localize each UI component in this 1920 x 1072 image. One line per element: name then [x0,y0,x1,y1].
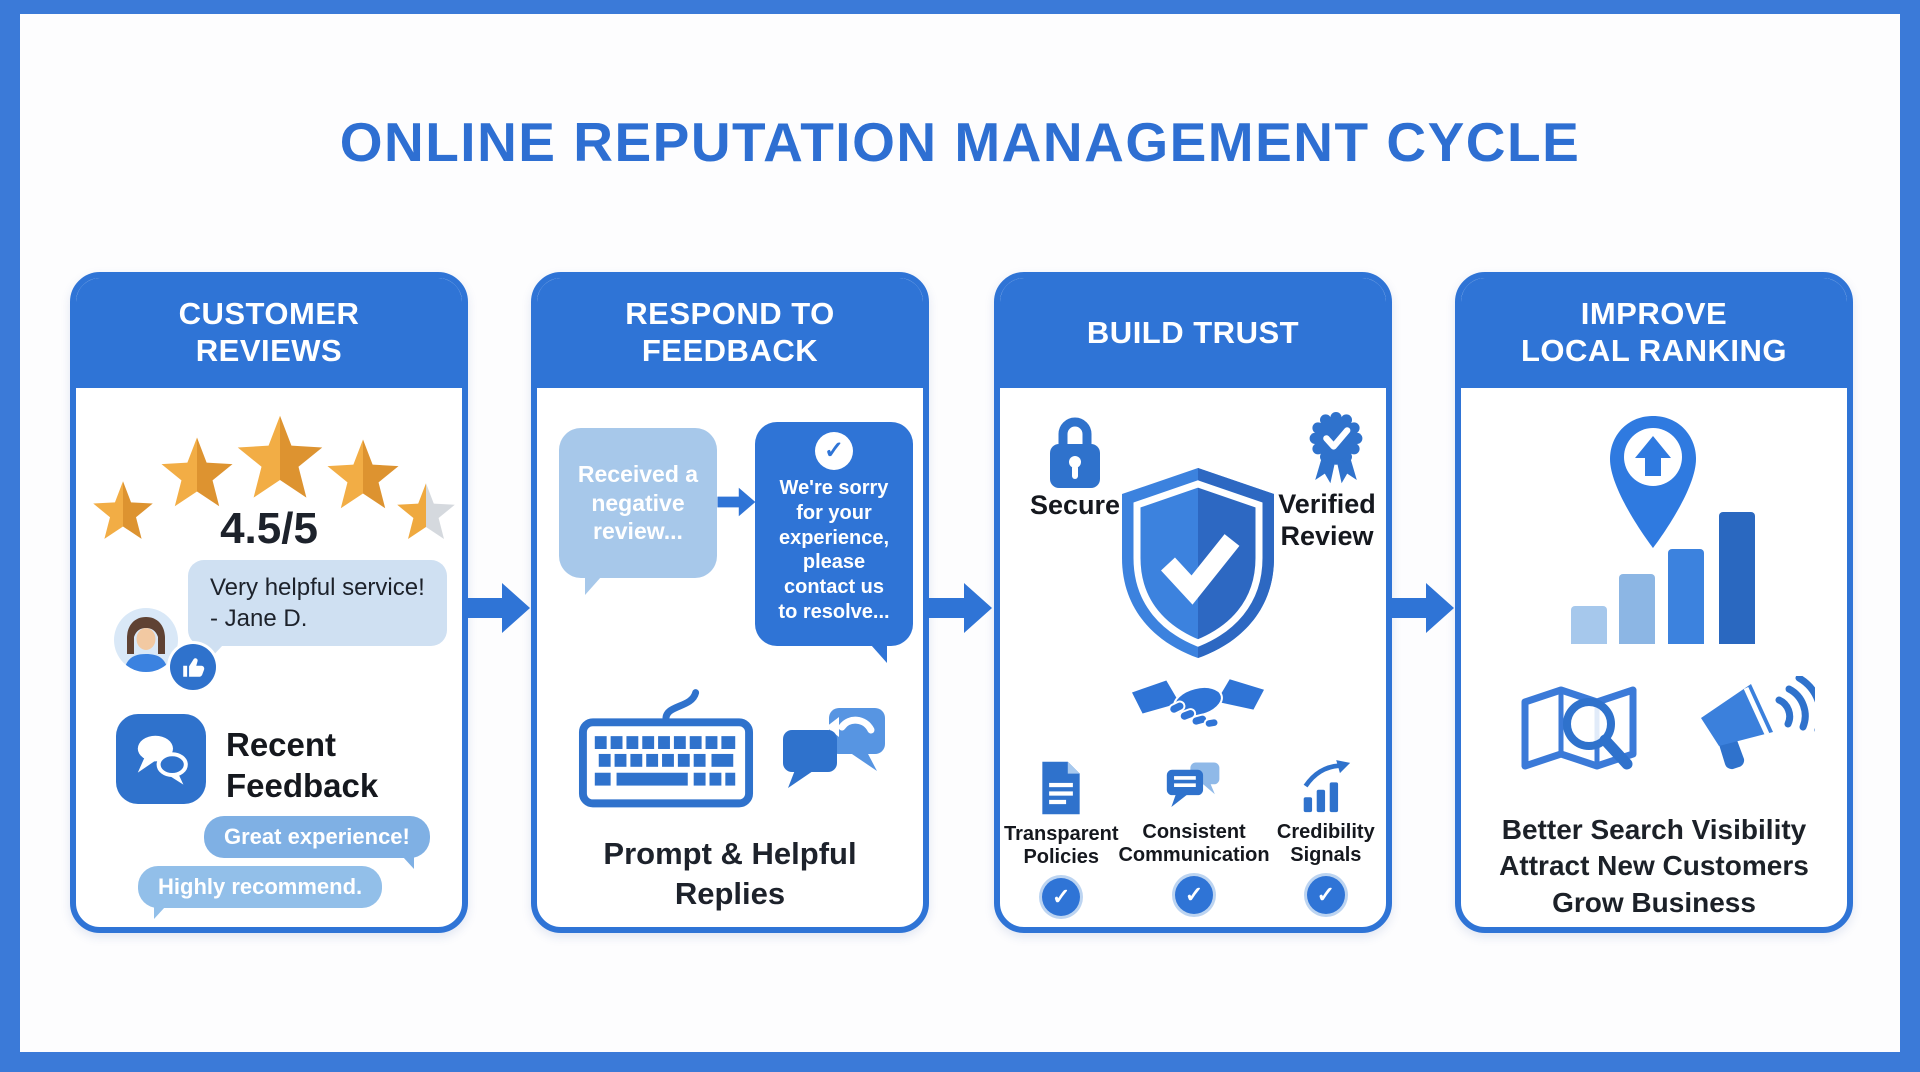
check-circle-icon: ✓ [815,432,853,470]
chat-reply-icon [783,708,885,788]
map-search-icon [1521,686,1637,770]
rating-value: 4.5/5 [220,504,318,553]
reply-bubble: ✓ We're sorry for your experience, pleas… [755,422,913,663]
card-customer-reviews-body: 4.5/5 Very helpful service! - Jane D. [76,388,462,927]
negative-review-bubble: Received a negative review... [559,428,717,595]
verified-review-label: Verified Review [1278,489,1376,552]
arrow-right-icon [717,487,756,517]
bar-3 [1668,549,1704,644]
check-circle-icon: ✓ [1175,876,1214,914]
keyboard-icon [578,689,754,808]
avatar [114,608,178,672]
card-improve-local-ranking-header: IMPROVE LOCAL RANKING [1461,278,1847,388]
card-improve-local-ranking-body: Better Search Visibility Attract New Cus… [1461,388,1847,927]
card-customer-reviews-header: CUSTOMER REVIEWS [76,278,462,388]
card-header-label: BUILD TRUST [1086,314,1300,350]
trust-items-row: Transparent Policies ✓ Consistent Commun… [1004,760,1382,916]
card-respond-to-feedback: RESPOND TO FEEDBACK Received a negative … [531,272,929,933]
bar-chart-icon [1571,504,1771,644]
card-header-label: CUSTOMER REVIEWS [178,296,360,368]
shield-check-icon [1122,468,1274,658]
secure-label: Secure [1029,490,1121,520]
woman-avatar-icon [124,617,168,672]
chat-icon [1166,762,1220,807]
handshake-icon [1132,679,1264,729]
card-respond-to-feedback-body: Received a negative review... ✓ We're so… [537,388,923,927]
feedback-bubble-1: Great experience! [204,816,430,869]
bar-4 [1719,512,1755,644]
star-icon [237,415,323,498]
check-circle-icon: ✓ [1042,878,1081,916]
infographic-canvas: ONLINE REPUTATION MANAGEMENT CYCLE CUSTO… [20,14,1900,1052]
flow-arrow-icon [466,583,530,633]
card-build-trust-header: BUILD TRUST [1000,278,1386,388]
flow-arrow-icon [928,583,992,633]
megaphone-icon [1701,676,1815,770]
trust-item-label: Consistent Communication [1118,821,1270,866]
lock-icon [1050,417,1100,488]
feedback-bubble-2: Highly recommend. [138,866,383,919]
check-circle-icon: ✓ [1306,876,1345,914]
recent-feedback-label: Recent Feedback [226,726,379,805]
page-title: ONLINE REPUTATION MANAGEMENT CYCLE [339,111,1581,173]
document-icon [1042,761,1080,815]
bar-2 [1619,574,1655,644]
star-half-icon [397,483,455,539]
card-build-trust-body: Secure Verified Review [1000,388,1386,927]
card-header-label: RESPOND TO FEEDBACK [625,296,835,368]
card-improve-caption: Better Search Visibility Attract New Cus… [1499,814,1809,918]
reply-bubble-text: We're sorry for your experience, please … [778,477,890,623]
trust-item-credibility-signals: Credibility Signals ✓ [1270,760,1382,916]
star-icon [161,437,233,507]
trust-item-transparent-policies: Transparent Policies ✓ [1004,760,1118,916]
card-respond-to-feedback-header: RESPOND TO FEEDBACK [537,278,923,388]
star-icon [327,439,399,509]
flow-arrow-icon [1390,583,1454,633]
card-improve-local-ranking: IMPROVE LOCAL RANKING [1455,272,1853,933]
review-bubble: Very helpful service! - Jane D. [188,560,447,662]
verified-badge-icon [1309,412,1363,484]
thumbs-up-icon [170,644,216,690]
chat-bubbles-icon [116,714,206,804]
card-build-trust: BUILD TRUST Secure [994,272,1392,933]
location-pin-up-icon [1610,416,1696,548]
trust-item-label: Transparent Policies [1004,823,1119,868]
star-icon [93,481,153,539]
growth-chart-icon [1303,760,1350,813]
card-respond-caption: Prompt & Helpful Replies [603,836,857,911]
card-customer-reviews: CUSTOMER REVIEWS 4.5/5 Very helpful serv… [70,272,468,933]
trust-item-label: Credibility Signals [1276,821,1375,866]
bar-1 [1571,606,1607,644]
trust-item-consistent-communication: Consistent Communication ✓ [1118,760,1270,916]
card-header-label: IMPROVE LOCAL RANKING [1521,296,1787,368]
